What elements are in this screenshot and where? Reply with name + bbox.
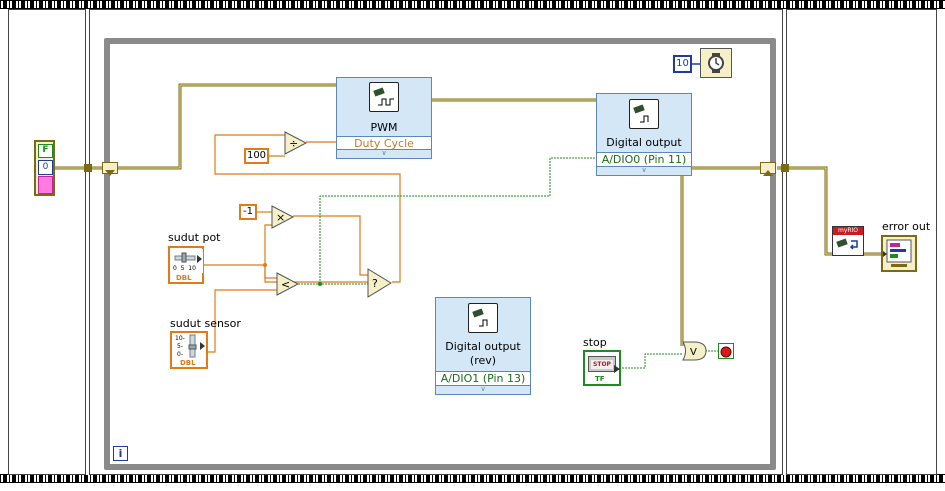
pwm-express-vi[interactable]: PWM Duty Cycle ∨	[336, 77, 432, 159]
sequence-top-strip	[0, 0, 945, 9]
stop-type: TF	[595, 375, 605, 383]
dio0-terminal[interactable]: A/DIO0 (Pin 11)	[597, 152, 691, 166]
wire-pot	[204, 224, 272, 266]
stop-button-face: STOP	[588, 356, 616, 372]
or-function[interactable]: V	[682, 341, 708, 361]
sudut-pot-label: sudut pot	[168, 231, 221, 244]
divide-function[interactable]: ÷	[284, 131, 308, 155]
digital-output-expand-handle[interactable]: ∨	[597, 166, 691, 175]
wait-function[interactable]	[700, 48, 732, 78]
slider-icon	[171, 249, 203, 273]
error-cluster-icon	[883, 239, 912, 267]
wire-stop-or	[622, 353, 682, 369]
sudut-sensor-terminal[interactable]: 10- 5- 0- DBL	[170, 331, 208, 369]
digital-output-rev-title-2: (rev)	[469, 354, 497, 367]
wire-error-right	[777, 166, 832, 256]
tunnel-right	[781, 164, 789, 172]
multiply-function[interactable]: ×	[271, 205, 295, 229]
error-out-label: error out	[882, 220, 931, 233]
shift-register-left[interactable]	[102, 162, 118, 176]
constant-100[interactable]: 100	[244, 148, 269, 164]
stop-button-text: STOP	[591, 360, 613, 369]
output-arrow-icon	[614, 365, 620, 373]
error-out-terminal[interactable]	[881, 235, 917, 272]
stop-label: stop	[583, 336, 607, 349]
wire-lt-dio	[319, 157, 598, 284]
numeric-zero-constant: 0	[38, 160, 53, 175]
stop-terminal[interactable]: STOP TF	[583, 350, 621, 386]
digital-output-rev-icon	[468, 303, 498, 333]
iteration-terminal: i	[113, 446, 128, 461]
sensor-tick-10: 10-	[175, 335, 185, 342]
wire-error-pwm	[118, 83, 336, 170]
or-symbol: V	[690, 347, 697, 358]
sensor-tick-5: 5-	[177, 343, 183, 350]
shift-register-right[interactable]	[760, 162, 776, 176]
wire-mult-select	[293, 215, 370, 276]
watch-icon	[708, 53, 724, 73]
digital-output-rev-express-vi[interactable]: Digital output (rev) A/DIO1 (Pin 13) ∨	[435, 297, 531, 395]
digital-output-express-vi[interactable]: Digital output A/DIO0 (Pin 11) ∨	[596, 93, 692, 176]
digital-output-rev-title-1: Digital output	[445, 340, 521, 353]
sudut-sensor-type: DBL	[180, 359, 196, 367]
frame-divider-right	[782, 9, 787, 475]
pwm-title: PWM	[370, 121, 398, 134]
tunnel-left	[84, 164, 92, 172]
error-cluster-constant[interactable]: F 0	[34, 140, 55, 196]
sudut-pot-ticks: 0 5 10	[173, 265, 196, 272]
while-loop[interactable]	[104, 38, 776, 470]
myrio-reset-vi[interactable]: myRIO	[832, 226, 864, 256]
less-than-symbol: <	[281, 278, 290, 291]
duty-cycle-terminal[interactable]: Duty Cycle	[337, 136, 431, 150]
sudut-sensor-label: sudut sensor	[170, 317, 241, 330]
sensor-tick-0: 0-	[177, 351, 183, 358]
sudut-pot-terminal[interactable]: 0 5 10 DBL	[168, 246, 204, 284]
frame-divider-left	[85, 9, 90, 475]
digital-output-rev-expand-handle[interactable]: ∨	[436, 385, 530, 394]
pwm-expand-handle[interactable]: ∨	[337, 149, 431, 158]
string-empty-constant	[38, 176, 53, 194]
stop-sign-icon	[720, 346, 732, 358]
digital-output-title: Digital output	[606, 136, 682, 149]
reset-icon	[836, 238, 858, 250]
myrio-badge: myRIO	[833, 227, 863, 235]
constant-minus-one[interactable]: -1	[239, 204, 257, 220]
wait-ms-constant[interactable]: 10	[673, 55, 692, 73]
select-function[interactable]: ?	[367, 268, 393, 298]
dio1-terminal[interactable]: A/DIO1 (Pin 13)	[436, 371, 530, 385]
multiply-symbol: ×	[276, 211, 285, 224]
less-than-function[interactable]: <	[276, 272, 300, 296]
wire-select-loop	[214, 134, 401, 283]
pwm-icon	[369, 82, 399, 112]
up-arrow-icon	[763, 170, 773, 176]
digital-output-icon	[629, 99, 659, 129]
divide-symbol: ÷	[289, 137, 298, 150]
loop-condition-terminal[interactable]	[718, 343, 734, 359]
sudut-pot-type: DBL	[176, 274, 192, 282]
wire-pot-select	[264, 265, 370, 283]
down-arrow-icon	[105, 170, 115, 176]
boolean-false-constant: F	[38, 144, 53, 158]
wire-sensor-lt	[208, 289, 277, 353]
vertical-slider-icon	[188, 334, 205, 358]
select-symbol: ?	[372, 277, 378, 290]
